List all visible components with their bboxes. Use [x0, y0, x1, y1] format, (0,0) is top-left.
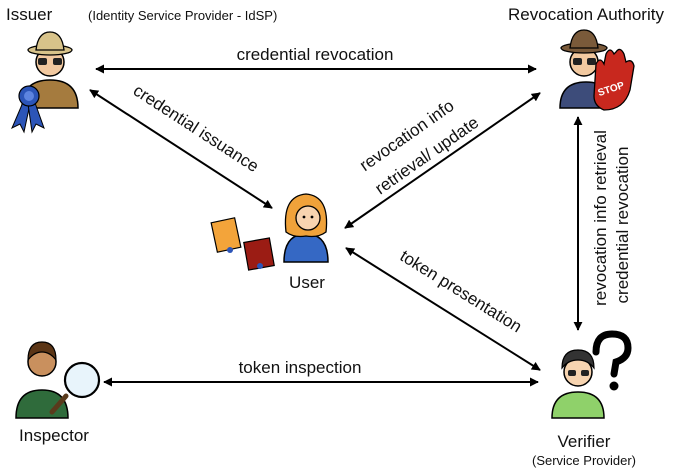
credential-cards-icon	[210, 217, 275, 271]
verifier-name: Verifier	[558, 432, 611, 451]
credential-issuance-arrow	[89, 89, 273, 209]
ribbon-icon	[11, 85, 45, 134]
question-mark-icon	[592, 330, 632, 391]
ra-verifier-label-line2: credential revocation	[613, 147, 632, 304]
user-icon	[283, 193, 329, 263]
issuer-name: Issuer	[6, 5, 53, 24]
ra-verifier-label-line1: revocation info retrieval	[591, 130, 610, 306]
token-inspection-label: token inspection	[239, 358, 362, 377]
issuer-subtitle: (Identity Service Provider - IdSP)	[88, 8, 277, 23]
revocation-authority-name: Revocation Authority	[508, 5, 664, 24]
verifier-icon	[551, 349, 605, 419]
token-presentation-arrow	[345, 247, 541, 371]
stop-hand-icon: STOP	[593, 48, 635, 111]
user-name: User	[289, 273, 325, 292]
revocation-info-update-arrow	[344, 92, 541, 229]
inspector-icon	[15, 341, 69, 419]
revocation-authority-icon	[559, 29, 613, 109]
credential-revocation-label: credential revocation	[237, 45, 394, 64]
verifier-subtitle: (Service Provider)	[532, 453, 636, 468]
magnifier-icon	[49, 361, 101, 415]
inspector-name: Inspector	[19, 426, 89, 445]
